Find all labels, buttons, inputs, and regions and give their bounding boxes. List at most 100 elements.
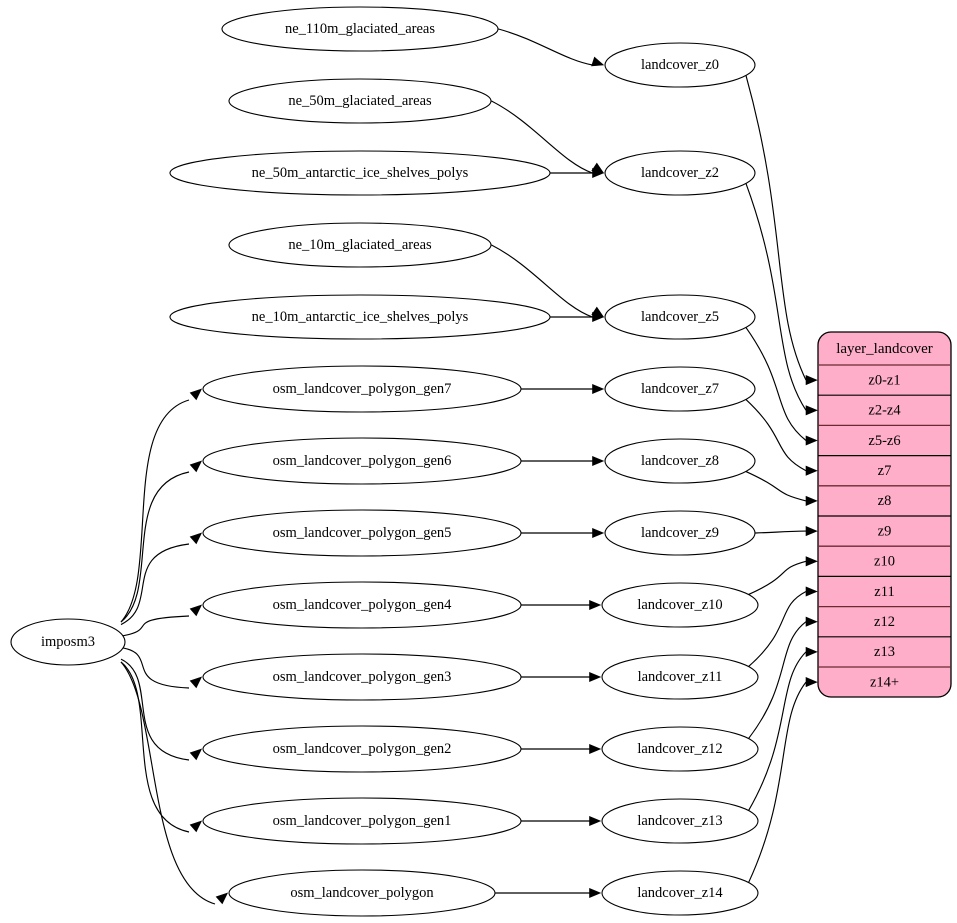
- edge-line: [120, 471, 190, 623]
- edge-arrowhead: [592, 455, 605, 467]
- edge-landcover_z2-to-table-z2-z4: [745, 183, 818, 416]
- edge-osm_landcover_polygon_gen1-to-landcover_z13: [521, 815, 602, 827]
- edge-line: [120, 543, 190, 626]
- osm-table-node-osm_landcover_polygon_gen5[interactable]: osm_landcover_polygon_gen5: [202, 509, 522, 557]
- edge-line: [748, 621, 807, 739]
- edge-arrowhead: [592, 527, 605, 539]
- edge-arrowhead: [189, 388, 203, 401]
- table-node-layer-landcover[interactable]: layer_landcoverz0-z1z2-z4z5-z6z7z8z9z10z…: [817, 331, 952, 698]
- edge-imposm3-to-osm_landcover_polygon_gen2: [120, 658, 203, 761]
- natural-earth-node-ne_110m_glaciated_areas[interactable]: ne_110m_glaciated_areas: [221, 6, 499, 52]
- source-node-imposm3[interactable]: imposm3: [10, 618, 126, 666]
- osm-table-node-osm_landcover_polygon_gen2[interactable]: osm_landcover_polygon_gen2: [202, 725, 522, 773]
- edge-osm_landcover_polygon_gen4-to-landcover_z10: [521, 599, 602, 611]
- edge-line: [120, 615, 190, 637]
- edge-arrowhead: [805, 495, 818, 506]
- edge-osm_landcover_polygon_gen5-to-landcover_z9: [521, 527, 605, 539]
- edge-osm_landcover_polygon_gen7-to-landcover_z7: [521, 383, 605, 395]
- landcover-view-node-landcover_z7[interactable]: landcover_z7: [604, 366, 756, 412]
- edge-landcover_z13-to-table-z13: [748, 646, 818, 811]
- edge-line: [120, 399, 190, 623]
- edge-osm_landcover_polygon-to-landcover_z14: [495, 887, 602, 899]
- edge-arrowhead: [805, 616, 818, 627]
- osm-table-node-osm_landcover_polygon_gen3[interactable]: osm_landcover_polygon_gen3: [202, 653, 522, 701]
- edge-line: [748, 681, 807, 883]
- node-shape-ne_50m_antarctic_ice_shelves_polys: [169, 150, 551, 196]
- edge-line: [491, 244, 593, 318]
- edge-line: [120, 647, 190, 689]
- landcover-view-node-landcover_z2[interactable]: landcover_z2: [604, 150, 756, 196]
- edge-line: [498, 28, 593, 66]
- edge-arrowhead: [805, 556, 818, 567]
- edge-arrowhead: [592, 311, 605, 323]
- natural-earth-node-ne_50m_antarctic_ice_shelves_polys[interactable]: ne_50m_antarctic_ice_shelves_polys: [169, 150, 551, 196]
- edge-arrowhead: [592, 383, 605, 395]
- edge-imposm3-to-osm_landcover_polygon_gen1: [120, 661, 203, 833]
- node-shape-osm_landcover_polygon: [228, 869, 496, 917]
- landcover-view-node-landcover_z0[interactable]: landcover_z0: [604, 42, 756, 88]
- node-shape-ne_110m_glaciated_areas: [221, 6, 499, 52]
- node-shape-imposm3: [10, 618, 126, 666]
- landcover-view-node-landcover_z12[interactable]: landcover_z12: [601, 726, 759, 772]
- osm-table-node-osm_landcover_polygon_gen4[interactable]: osm_landcover_polygon_gen4: [202, 581, 522, 629]
- edge-line: [120, 661, 216, 905]
- edge-imposm3-to-osm_landcover_polygon_gen7: [120, 388, 203, 623]
- node-shape-osm_landcover_polygon_gen6: [202, 437, 522, 485]
- landcover-view-node-landcover_z10[interactable]: landcover_z10: [601, 582, 759, 628]
- landcover-view-node-landcover_z9[interactable]: landcover_z9: [604, 510, 756, 556]
- node-shape-landcover_z10: [601, 582, 759, 628]
- edge-arrowhead: [189, 460, 203, 473]
- edge-landcover_z12-to-table-z12: [748, 616, 818, 739]
- landcover-view-node-landcover_z14[interactable]: landcover_z14: [601, 870, 759, 916]
- node-shape-landcover_z0: [604, 42, 756, 88]
- node-shape-ne_50m_glaciated_areas: [228, 78, 492, 124]
- landcover-view-node-landcover_z11[interactable]: landcover_z11: [601, 654, 759, 700]
- node-shape-landcover_z9: [604, 510, 756, 556]
- node-shape-osm_landcover_polygon_gen7: [202, 365, 522, 413]
- landcover-view-node-landcover_z13[interactable]: landcover_z13: [601, 798, 759, 844]
- edge-arrowhead: [189, 748, 203, 761]
- natural-earth-node-ne_10m_antarctic_ice_shelves_polys[interactable]: ne_10m_antarctic_ice_shelves_polys: [169, 294, 551, 340]
- table-node-layer: layer_landcoverz0-z1z2-z4z5-z6z7z8z9z10z…: [817, 331, 952, 698]
- edge-line: [491, 100, 593, 174]
- edge-landcover_z11-to-table-z11: [748, 586, 818, 667]
- landcover-view-node-landcover_z8[interactable]: landcover_z8: [604, 438, 756, 484]
- edge-line: [745, 399, 807, 472]
- edge-arrowhead: [805, 586, 818, 597]
- landcover-view-node-landcover_z5[interactable]: landcover_z5: [604, 294, 756, 340]
- edge-landcover_z5-to-table-z5-z6: [745, 327, 818, 446]
- edge-line: [745, 75, 807, 381]
- edge-imposm3-to-osm_landcover_polygon_gen4: [120, 604, 203, 637]
- edge-arrowhead: [589, 671, 602, 683]
- node-shape-landcover_z5: [604, 294, 756, 340]
- edge-arrowhead: [589, 815, 602, 827]
- edge-imposm3-to-osm_landcover_polygon: [120, 661, 229, 905]
- node-shape-landcover_z14: [601, 870, 759, 916]
- edge-arrowhead: [805, 375, 818, 386]
- node-shape-landcover_z8: [604, 438, 756, 484]
- edge-arrowhead: [215, 892, 229, 905]
- edge-line: [745, 471, 807, 502]
- natural-earth-node-ne_50m_glaciated_areas[interactable]: ne_50m_glaciated_areas: [228, 78, 492, 124]
- edge-arrowhead: [589, 599, 602, 611]
- edge-arrowhead: [805, 465, 818, 476]
- natural-earth-node-ne_10m_glaciated_areas[interactable]: ne_10m_glaciated_areas: [228, 222, 492, 268]
- edge-arrowhead: [589, 743, 602, 755]
- edge-landcover_z7-to-table-z7: [745, 399, 818, 476]
- osm-table-node-osm_landcover_polygon[interactable]: osm_landcover_polygon: [228, 869, 496, 917]
- edge-landcover_z9-to-table-z9: [755, 526, 818, 537]
- osm-table-node-osm_landcover_polygon_gen6[interactable]: osm_landcover_polygon_gen6: [202, 437, 522, 485]
- edge-line: [120, 658, 190, 761]
- edge-arrowhead: [592, 167, 605, 179]
- edge-osm_landcover_polygon_gen2-to-landcover_z12: [521, 743, 602, 755]
- edge-arrowhead: [805, 677, 818, 688]
- edge-imposm3-to-osm_landcover_polygon_gen6: [120, 460, 203, 623]
- node-shape-landcover_z12: [601, 726, 759, 772]
- node-shape-osm_landcover_polygon_gen4: [202, 581, 522, 629]
- node-shape-landcover_z2: [604, 150, 756, 196]
- node-shape-osm_landcover_polygon_gen1: [202, 797, 522, 845]
- edge-arrowhead: [189, 604, 203, 617]
- osm-table-node-osm_landcover_polygon_gen1[interactable]: osm_landcover_polygon_gen1: [202, 797, 522, 845]
- edge-ne_50m_antarctic_ice_shelves_polys-to-landcover_z2: [550, 167, 605, 179]
- osm-table-node-osm_landcover_polygon_gen7[interactable]: osm_landcover_polygon_gen7: [202, 365, 522, 413]
